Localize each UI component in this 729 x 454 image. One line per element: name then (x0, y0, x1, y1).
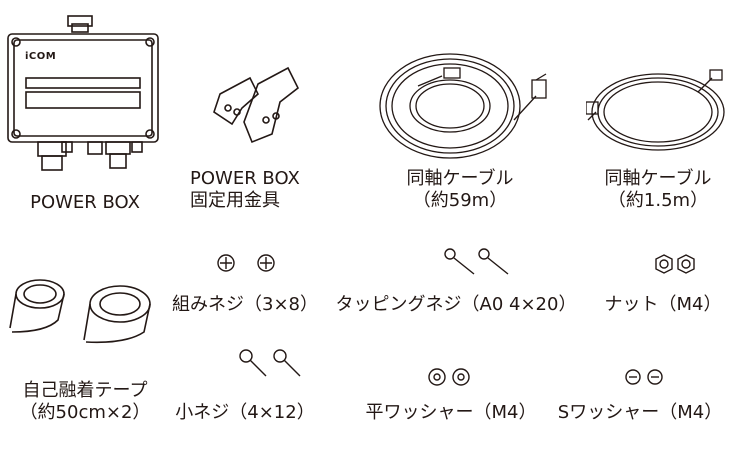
label-spring-washer: Sワッシャー（M4） (552, 402, 728, 424)
label-line: Sワッシャー（M4） (557, 402, 723, 423)
label-line: 小ネジ（4×12） (175, 402, 315, 423)
washer-icon (622, 366, 668, 388)
screw-icon (440, 246, 516, 280)
label-line: （約59m） (412, 190, 508, 211)
label-tapping-screw: タッピングネジ（A0 4×20） (330, 294, 582, 316)
screw-icon (210, 248, 286, 278)
tape-icon (6, 270, 166, 350)
label-power-box-bracket: POWER BOX 固定用金具 (190, 168, 340, 212)
power-box-logo: iCOM (25, 51, 57, 62)
power-box-icon (6, 14, 162, 174)
label-coax-59m: 同軸ケーブル （約59m） (380, 168, 540, 212)
label-coax-1-5m: 同軸ケーブル （約1.5m） (588, 168, 728, 212)
label-flat-washer: 平ワッシャー（M4） (356, 402, 546, 424)
label-line: 自己融着テープ (22, 380, 148, 401)
washer-icon (426, 366, 474, 388)
label-line: 同軸ケーブル (406, 168, 514, 189)
label-power-box: POWER BOX (0, 192, 170, 214)
bracket-icon (206, 64, 316, 150)
label-line: ナット（M4） (604, 294, 722, 315)
nut-icon (652, 252, 700, 278)
coax-coil-large-icon (378, 40, 558, 164)
label-line: （約1.5m） (607, 190, 709, 211)
label-small-screw: 小ネジ（4×12） (170, 402, 320, 424)
label-nut: ナット（M4） (598, 294, 728, 316)
label-line: 組みネジ（3×8） (172, 294, 318, 315)
coax-coil-small-icon (586, 64, 728, 156)
label-line: 平ワッシャー（M4） (365, 402, 537, 423)
label-line: POWER BOX (190, 168, 300, 189)
screw-icon (236, 348, 306, 382)
label-assembly-screw: 組みネジ（3×8） (170, 294, 320, 316)
label-line: 同軸ケーブル (604, 168, 712, 189)
label-line: 固定用金具 (190, 190, 280, 211)
label-line: POWER BOX (30, 192, 140, 213)
label-line: タッピングネジ（A0 4×20） (335, 294, 577, 315)
label-tape: 自己融着テープ （約50cm×2） (0, 380, 170, 424)
label-line: （約50cm×2） (19, 402, 151, 423)
